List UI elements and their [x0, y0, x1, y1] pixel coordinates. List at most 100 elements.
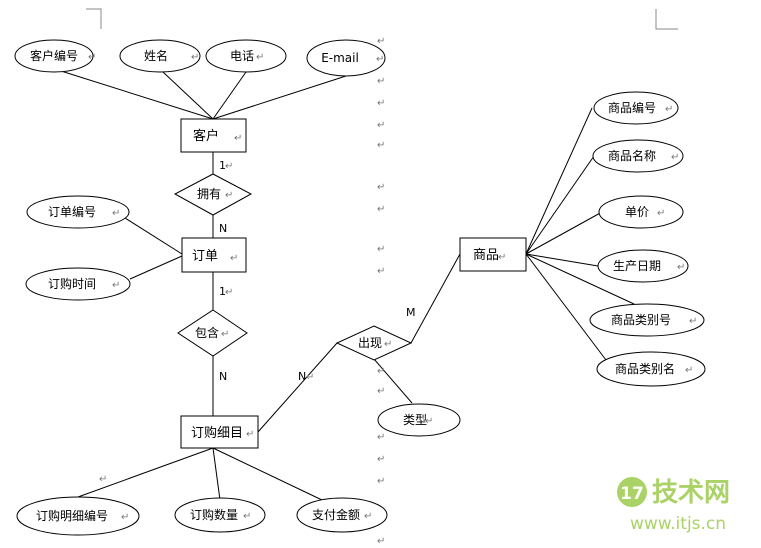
paragraph-mark: ↵: [377, 366, 385, 377]
paragraph-mark: ↵: [256, 52, 264, 63]
attribute-email: E-mail: [306, 39, 386, 77]
paragraph-mark: ↵: [377, 140, 385, 151]
svg-text:商品类别号: 商品类别号: [611, 312, 671, 327]
paragraph-mark: ↵: [306, 372, 314, 383]
entity-customer: 客户: [180, 118, 247, 153]
paragraph-mark: ↵: [99, 474, 107, 485]
svg-text:E-mail: E-mail: [321, 51, 359, 65]
paragraph-mark: ↵: [377, 476, 385, 487]
svg-text:订购明细编号: 订购明细编号: [36, 508, 108, 523]
paragraph-mark: ↵: [88, 52, 96, 63]
attribute-customer-id: 客户编号: [14, 39, 94, 73]
paragraph-mark: ↵: [377, 120, 385, 131]
paragraph-mark: ↵: [377, 98, 385, 109]
svg-text:订购细目: 订购细目: [191, 425, 243, 441]
attribute-production-date: 生产日期: [597, 249, 689, 283]
paragraph-mark: ↵: [377, 244, 385, 255]
paragraph-mark: ↵: [377, 182, 385, 193]
paragraph-mark: ↵: [230, 253, 238, 264]
paragraph-mark: ↵: [377, 266, 385, 277]
paragraph-mark: ↵: [685, 365, 693, 376]
paragraph-mark: ↵: [689, 316, 697, 327]
svg-text:订购数量: 订购数量: [190, 507, 238, 522]
paragraph-marks: ↵ ↵ ↵ ↵ ↵ ↵ ↵ ↵ ↵ ↵ ↵ ↵ ↵ ↵ ↵ ↵ ↵ ↵ ↵ ↵ …: [88, 36, 697, 547]
paragraph-mark: ↵: [384, 339, 392, 350]
attribute-name: 姓名: [119, 39, 201, 73]
attribute-product-name: 商品名称: [592, 139, 684, 173]
svg-text:包含: 包含: [195, 325, 219, 340]
paragraph-mark: ↵: [377, 536, 385, 547]
svg-text:生产日期: 生产日期: [613, 259, 661, 273]
attribute-quantity: 订购数量: [174, 497, 266, 533]
cardinality-contain-order: 1: [219, 285, 226, 298]
cardinality-appear-product: M: [406, 306, 416, 319]
svg-text:客户: 客户: [193, 128, 219, 144]
attribute-product-id: 商品编号: [593, 91, 679, 125]
svg-text:订单编号: 订单编号: [48, 204, 96, 219]
watermark-logo-icon: 17: [617, 477, 647, 507]
svg-text:商品类别名: 商品类别名: [615, 361, 675, 376]
paragraph-mark: ↵: [225, 161, 233, 172]
svg-text:商品名称: 商品名称: [608, 148, 656, 163]
entity-order: 订单: [181, 237, 247, 273]
paragraph-mark: ↵: [225, 190, 233, 201]
paragraph-mark: ↵: [377, 454, 385, 465]
entity-product: 商品: [459, 237, 527, 272]
cardinality-contain-detail: N: [219, 370, 227, 383]
page-corner-marks: [86, 8, 678, 30]
paragraph-mark: ↵: [221, 329, 229, 340]
connection-lines: [60, 70, 635, 501]
paragraph-mark: ↵: [677, 262, 685, 273]
svg-text:单价: 单价: [625, 205, 649, 219]
relationship-appear: 出现: [335, 325, 413, 361]
svg-text:类型: 类型: [403, 413, 427, 427]
paragraph-mark: ↵: [234, 133, 242, 144]
paragraph-mark: ↵: [377, 386, 385, 397]
paragraph-mark: ↵: [665, 104, 673, 115]
watermark: 17 技术网 www.itjs.cn: [617, 477, 730, 534]
svg-text:订购时间: 订购时间: [48, 276, 96, 291]
paragraph-mark: ↵: [657, 208, 665, 219]
svg-text:出现: 出现: [358, 336, 382, 350]
svg-text:电话: 电话: [230, 49, 254, 63]
paragraph-mark: ↵: [246, 429, 254, 440]
paragraph-mark: ↵: [243, 511, 251, 522]
paragraph-mark: ↵: [364, 511, 372, 522]
attribute-order-time: 订购时间: [25, 267, 131, 301]
attribute-unit-price: 单价: [598, 195, 684, 229]
svg-text:订单: 订单: [192, 249, 218, 264]
watermark-brand: 技术网: [652, 478, 730, 508]
svg-text:商品编号: 商品编号: [608, 100, 656, 115]
paragraph-mark: ↵: [425, 416, 433, 427]
svg-text:商品: 商品: [473, 248, 499, 263]
paragraph-mark: ↵: [191, 52, 199, 63]
paragraph-mark: ↵: [377, 36, 385, 47]
paragraph-mark: ↵: [121, 512, 129, 523]
paragraph-mark: ↵: [376, 54, 384, 65]
paragraph-mark: ↵: [112, 208, 120, 219]
svg-text:拥有: 拥有: [197, 187, 221, 201]
relationship-own: 拥有: [173, 173, 253, 216]
paragraph-mark: ↵: [112, 280, 120, 291]
paragraph-mark: ↵: [377, 76, 385, 87]
cardinality-appear-detail: N: [298, 370, 306, 383]
attribute-order-id: 订单编号: [26, 195, 130, 229]
paragraph-mark: ↵: [225, 287, 233, 298]
attribute-detail-id: 订购明细编号: [16, 496, 140, 536]
relationship-contain: 包含: [177, 309, 248, 357]
attribute-amount: 支付金额: [296, 497, 388, 533]
entity-order-detail: 订购细目: [180, 415, 259, 449]
attribute-category-name: 商品类别名: [596, 351, 706, 387]
cardinality-own-order: N: [219, 222, 227, 235]
cardinality-own-customer: 1: [219, 159, 226, 172]
paragraph-mark: ↵: [671, 152, 679, 163]
svg-text:客户编号: 客户编号: [30, 48, 78, 63]
svg-text:姓名: 姓名: [144, 48, 168, 63]
attribute-type: 类型: [377, 403, 461, 437]
cardinality-labels: 1 N 1 N N M: [219, 159, 416, 383]
watermark-url: www.itjs.cn: [630, 514, 726, 534]
paragraph-mark: ↵: [377, 432, 385, 443]
paragraph-mark: ↵: [498, 252, 506, 263]
paragraph-mark: ↵: [377, 204, 385, 215]
